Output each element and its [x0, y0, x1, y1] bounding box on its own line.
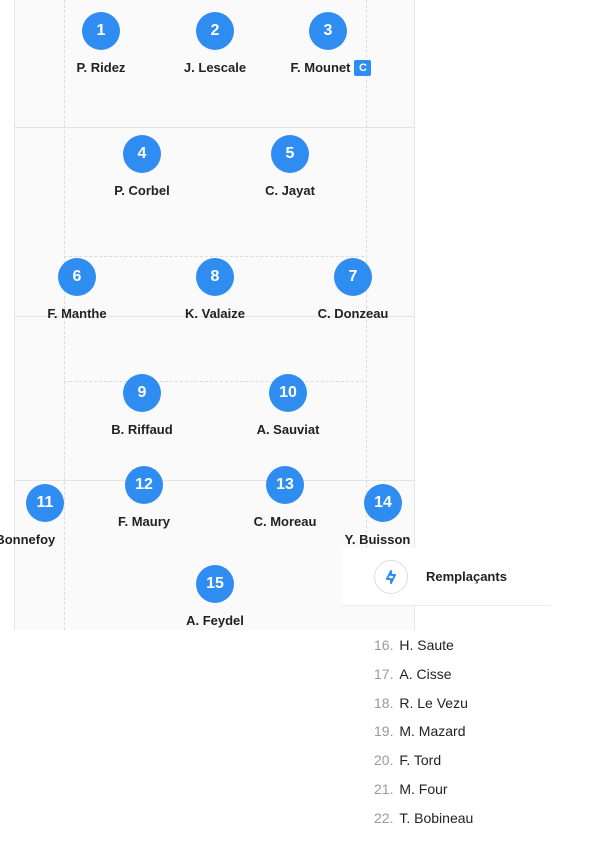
pitch-dash [64, 0, 65, 630]
player-number: 5 [271, 135, 309, 173]
substitute-number: 20. [374, 752, 394, 769]
player-name: C. Moreau [253, 514, 317, 529]
player-number: 15 [196, 565, 234, 603]
substitute-name: M. Four [399, 780, 448, 797]
substitutes-title: Remplaçants [426, 569, 507, 584]
substitute-number: 19. [374, 723, 394, 740]
player-name: C. Donzeau [317, 306, 389, 321]
player-name: R. Bonnefoy [0, 532, 56, 547]
player-number: 14 [364, 484, 402, 522]
player-number: 11 [26, 484, 64, 522]
pitch-line [15, 127, 414, 128]
player-5[interactable]: 5 C. Jayat [240, 135, 340, 198]
player-2[interactable]: 2 J. Lescale [165, 12, 265, 75]
player-number: 1 [82, 12, 120, 50]
swap-arrows-icon [374, 560, 408, 594]
captain-badge: C [354, 60, 372, 76]
player-11[interactable]: 11 R. Bonnefoy [0, 484, 95, 547]
player-14[interactable]: 14 Y. Buisson [333, 484, 433, 547]
player-8[interactable]: 8 K. Valaize [165, 258, 265, 321]
substitute-name: T. Bobineau [399, 809, 474, 826]
substitutes-list: 16. H. Saute 17. A. Cisse 18. R. Le Vezu… [374, 633, 574, 835]
pitch-line [15, 316, 414, 317]
player-number: 2 [196, 12, 234, 50]
player-name: F. Manthe [47, 306, 107, 321]
player-number: 13 [266, 466, 304, 504]
player-name: C. Jayat [265, 183, 315, 198]
substitute-number: 16. [374, 637, 394, 653]
player-12[interactable]: 12 F. Maury [94, 466, 194, 529]
substitute-item[interactable]: 18. R. Le Vezu [374, 691, 574, 720]
substitute-name: R. Le Vezu [399, 694, 468, 711]
substitutes-header: Remplaçants [342, 548, 551, 606]
substitute-name: M. Mazard [399, 723, 466, 740]
player-number: 10 [269, 374, 307, 412]
substitute-number: 18. [374, 694, 394, 711]
substitute-name: H. Saute [399, 637, 454, 653]
substitute-number: 17. [374, 665, 394, 682]
substitute-item[interactable]: 20. F. Tord [374, 748, 574, 777]
substitute-name: A. Cisse [399, 665, 452, 682]
pitch-line [15, 480, 414, 481]
substitute-number: 21. [374, 780, 394, 797]
player-13[interactable]: 13 C. Moreau [235, 466, 335, 529]
substitute-name: F. Tord [399, 752, 442, 769]
substitute-number: 22. [374, 809, 394, 826]
player-name: Y. Buisson [344, 532, 411, 547]
player-name: K. Valaize [185, 306, 245, 321]
substitute-item[interactable]: 21. M. Four [374, 777, 574, 806]
player-name: P. Ridez [76, 60, 126, 75]
player-name: B. Riffaud [111, 422, 173, 437]
player-9[interactable]: 9 B. Riffaud [92, 374, 192, 437]
player-6[interactable]: 6 F. Manthe [27, 258, 127, 321]
player-name: A. Sauviat [256, 422, 320, 437]
pitch-dash [64, 256, 364, 257]
substitute-item[interactable]: 19. M. Mazard [374, 719, 574, 748]
player-name: J. Lescale [183, 60, 247, 75]
player-name: P. Corbel [114, 183, 170, 198]
player-number: 9 [123, 374, 161, 412]
player-name: F. Maury [117, 514, 170, 529]
pitch-dash [64, 381, 364, 382]
player-4[interactable]: 4 P. Corbel [92, 135, 192, 198]
substitute-item[interactable]: 17. A. Cisse [374, 662, 574, 691]
player-number: 8 [196, 258, 234, 296]
player-name: A. Feydel [186, 613, 244, 628]
player-number: 7 [334, 258, 372, 296]
player-number: 4 [123, 135, 161, 173]
player-7[interactable]: 7 C. Donzeau [303, 258, 403, 321]
substitute-item[interactable]: 16. H. Saute [374, 633, 574, 662]
player-number: 6 [58, 258, 96, 296]
player-number: 12 [125, 466, 163, 504]
substitute-item[interactable]: 22. T. Bobineau [374, 806, 574, 835]
player-10[interactable]: 10 A. Sauviat [238, 374, 338, 437]
player-1[interactable]: 1 P. Ridez [51, 12, 151, 75]
player-15[interactable]: 15 A. Feydel [165, 565, 265, 628]
player-number: 3 [309, 12, 347, 50]
